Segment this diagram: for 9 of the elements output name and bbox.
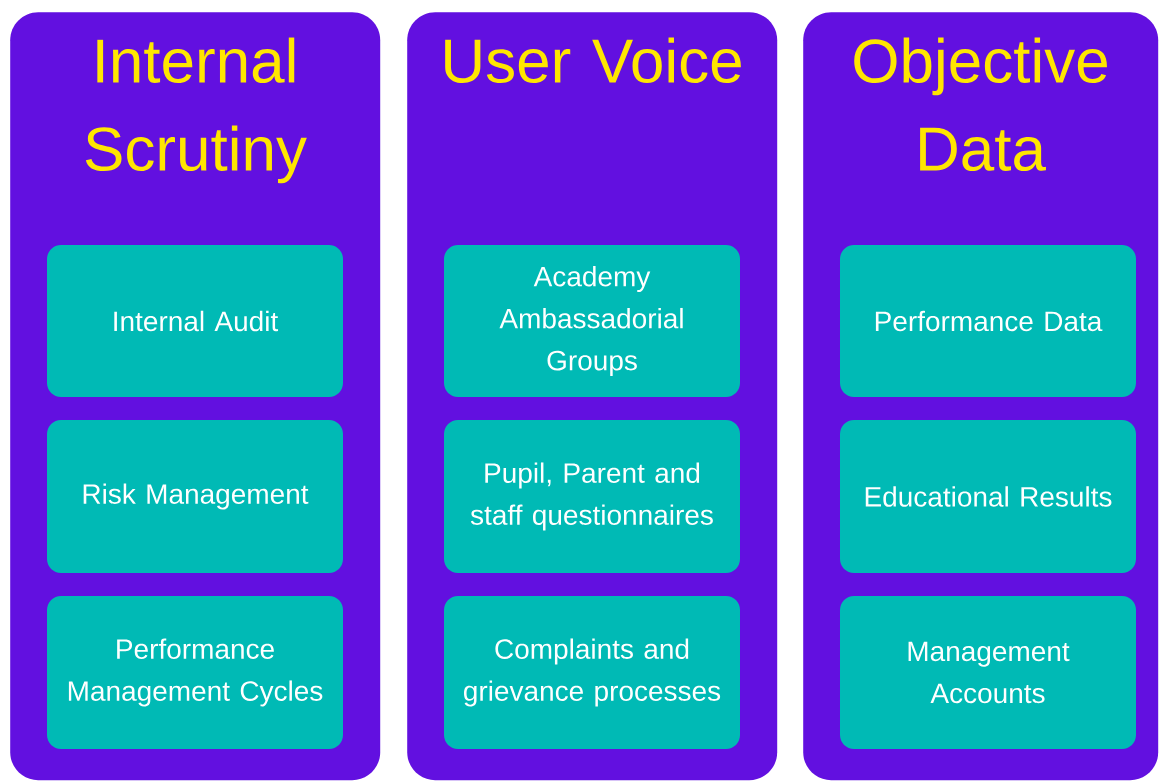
item-box: Academy Ambassadorial Groups [444,245,740,397]
item-box: Management Accounts [840,596,1136,749]
item-box: Complaints and grievance processes [444,596,740,749]
item-box: Internal Audit [47,245,343,397]
item-box: Pupil, Parent and staff questionnaires [444,420,740,573]
item-box: Risk Management [47,420,343,573]
item-box: Performance Management Cycles [47,596,343,749]
item-box: Educational Results [840,420,1136,573]
item-box: Performance Data [840,245,1136,397]
